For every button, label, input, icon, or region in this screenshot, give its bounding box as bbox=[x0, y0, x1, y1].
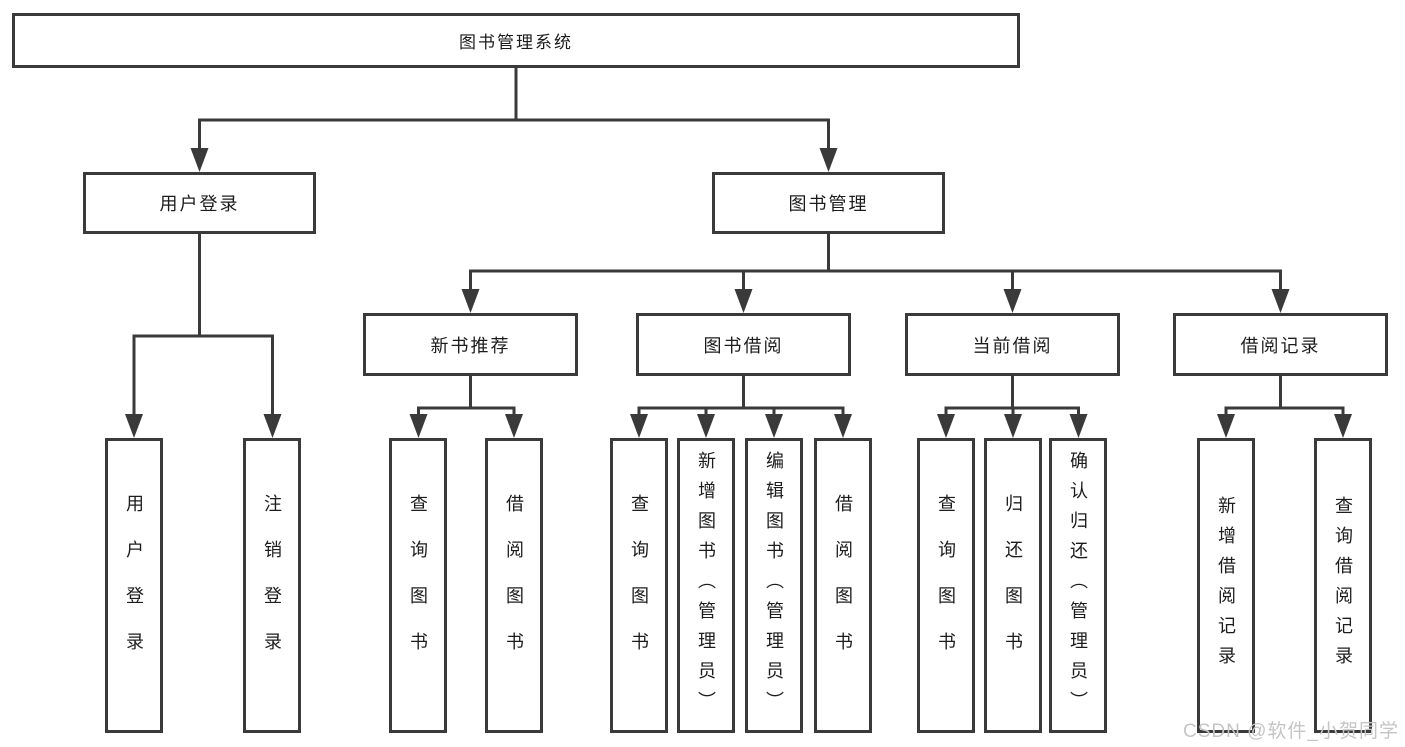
leaf-logout-label: 注销登录 bbox=[262, 493, 282, 678]
leaf-query-books-current: 查询图书 bbox=[917, 438, 975, 733]
node-borrow-records: 借阅记录 bbox=[1173, 313, 1388, 376]
leaf-return-books: 归还图书 bbox=[984, 438, 1042, 733]
node-current-borrow-label: 当前借阅 bbox=[972, 335, 1053, 356]
leaf-edit-books-admin-label: 编辑图书（管理员） bbox=[764, 450, 784, 721]
leaf-query-books-borrow: 查询图书 bbox=[610, 438, 668, 733]
node-root: 图书管理系统 bbox=[12, 13, 1020, 68]
leaf-query-books-current-label: 查询图书 bbox=[936, 493, 956, 678]
leaf-user-login-label: 用户登录 bbox=[124, 493, 144, 678]
leaf-return-books-label: 归还图书 bbox=[1003, 493, 1023, 678]
node-user-login-label: 用户登录 bbox=[159, 194, 240, 214]
leaf-logout: 注销登录 bbox=[243, 438, 301, 733]
leaf-query-borrow-record: 查询借阅记录 bbox=[1314, 438, 1372, 733]
leaf-query-borrow-record-label: 查询借阅记录 bbox=[1333, 495, 1353, 676]
leaf-borrow-books-recommend-label: 借阅图书 bbox=[504, 493, 524, 678]
leaf-add-borrow-record: 新增借阅记录 bbox=[1197, 438, 1255, 733]
leaf-add-books-admin: 新增图书（管理员） bbox=[677, 438, 735, 733]
leaf-user-login: 用户登录 bbox=[105, 438, 163, 733]
node-user-login: 用户登录 bbox=[83, 172, 316, 234]
node-new-book-recommend-label: 新书推荐 bbox=[430, 335, 511, 356]
node-borrow-records-label: 借阅记录 bbox=[1240, 335, 1321, 356]
leaf-edit-books-admin: 编辑图书（管理员） bbox=[745, 438, 803, 733]
watermark-text: CSDN @软件_小贺同学 bbox=[1183, 721, 1399, 742]
node-book-borrow-label: 图书借阅 bbox=[703, 335, 784, 356]
leaf-add-books-admin-label: 新增图书（管理员） bbox=[696, 450, 716, 721]
node-book-borrow: 图书借阅 bbox=[636, 313, 851, 376]
leaf-borrow-books: 借阅图书 bbox=[814, 438, 872, 733]
leaf-add-borrow-record-label: 新增借阅记录 bbox=[1216, 495, 1236, 676]
leaf-query-books-recommend-label: 查询图书 bbox=[408, 493, 428, 678]
leaf-borrow-books-label: 借阅图书 bbox=[833, 493, 853, 678]
node-new-book-recommend: 新书推荐 bbox=[363, 313, 578, 376]
leaf-query-books-borrow-label: 查询图书 bbox=[629, 493, 649, 678]
leaf-query-books-recommend: 查询图书 bbox=[389, 438, 447, 733]
node-current-borrow: 当前借阅 bbox=[905, 313, 1120, 376]
node-root-label: 图书管理系统 bbox=[459, 33, 573, 52]
leaf-borrow-books-recommend: 借阅图书 bbox=[485, 438, 543, 733]
node-book-management-label: 图书管理 bbox=[788, 194, 869, 214]
leaf-confirm-return-admin-label: 确认归还（管理员） bbox=[1068, 450, 1088, 721]
leaf-confirm-return-admin: 确认归还（管理员） bbox=[1049, 438, 1107, 733]
node-book-management: 图书管理 bbox=[712, 172, 945, 234]
